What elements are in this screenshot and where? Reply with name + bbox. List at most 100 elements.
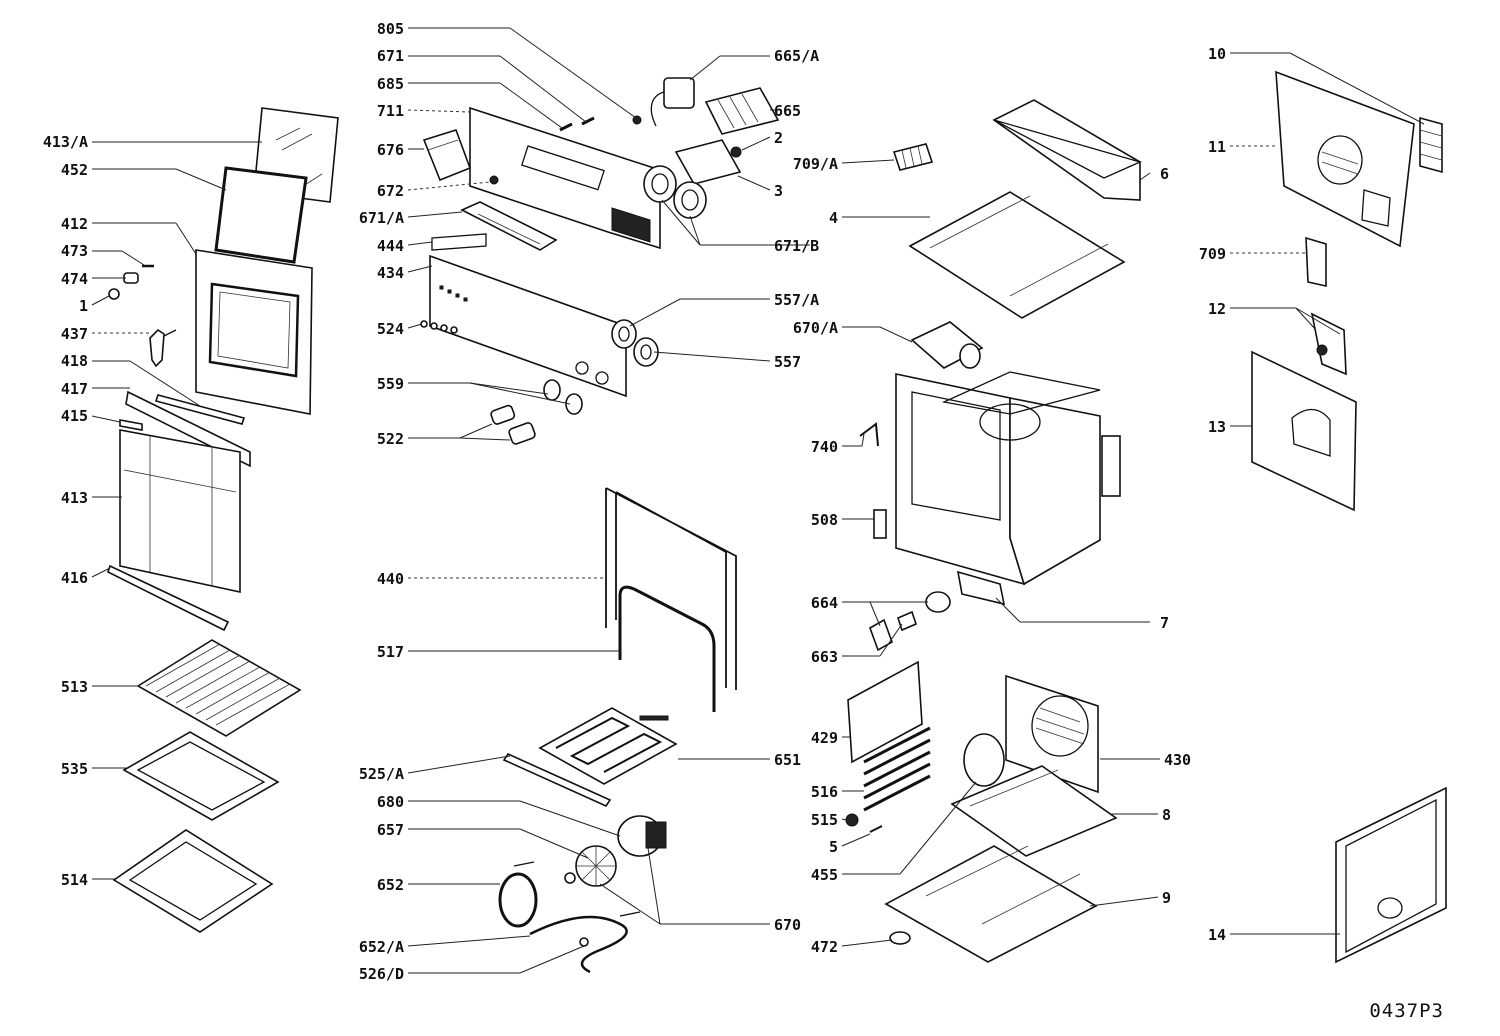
label-517: 517 <box>377 643 404 661</box>
door-gasket <box>214 166 308 264</box>
side-liner-429 <box>847 660 923 764</box>
label-474: 474 <box>61 270 88 288</box>
label-672: 672 <box>377 182 404 200</box>
label-440: 440 <box>377 570 404 588</box>
shelf-runner-516 <box>863 726 931 812</box>
label-652: 652 <box>377 876 404 894</box>
label-514: 514 <box>61 871 88 889</box>
label-508: 508 <box>811 511 838 529</box>
label-416: 416 <box>61 569 88 587</box>
thermostat-665a <box>650 77 695 127</box>
label-525a: 525/A <box>359 765 404 783</box>
screw-515 <box>845 813 859 827</box>
label-740: 740 <box>811 438 838 456</box>
label-670: 670 <box>774 916 801 934</box>
label-685: 685 <box>377 75 404 93</box>
fan-cover-455 <box>963 733 1005 787</box>
leader-lines <box>91 27 1425 974</box>
label-415: 415 <box>61 407 88 425</box>
back-panel-14 <box>1335 786 1447 964</box>
pin-685 <box>559 122 573 132</box>
label-429: 429 <box>811 729 838 747</box>
label-444: 444 <box>377 237 404 255</box>
bracket-7 <box>956 570 1006 606</box>
bracket-671a <box>460 201 558 251</box>
label-7: 7 <box>1160 614 1169 632</box>
label-12: 12 <box>1208 300 1226 318</box>
label-5: 5 <box>829 838 838 856</box>
foot-472 <box>889 931 911 945</box>
lamp-holder-508 <box>873 509 887 539</box>
bottom-cover-9 <box>884 845 1098 963</box>
label-652a: 652/A <box>359 938 404 956</box>
thermal-fuse-526d <box>579 937 589 947</box>
label-417: 417 <box>61 380 88 398</box>
label-11: 11 <box>1208 138 1226 156</box>
top-cover-6 <box>992 99 1142 201</box>
label-8: 8 <box>1162 806 1171 824</box>
label-676: 676 <box>377 141 404 159</box>
label-559: 559 <box>377 375 404 393</box>
label-535: 535 <box>61 760 88 778</box>
profile-415 <box>119 419 143 431</box>
label-472: 472 <box>811 938 838 956</box>
thermostat-probe-740 <box>859 422 879 447</box>
label-522: 522 <box>377 430 404 448</box>
label-6: 6 <box>1160 165 1169 183</box>
label-473: 473 <box>61 242 88 260</box>
label-664: 664 <box>811 594 838 612</box>
control-panel-frame-711 <box>469 106 661 250</box>
control-fascia-434 <box>429 254 627 398</box>
baking-tray-535 <box>122 731 280 821</box>
label-430: 430 <box>1164 751 1191 769</box>
rear-cover-11 <box>1275 70 1415 248</box>
diagram-code: 0437P3 <box>1369 1000 1444 1022</box>
programmer-676 <box>422 129 472 182</box>
label-671b: 671/B <box>774 237 819 255</box>
label-671a: 671/A <box>359 209 404 227</box>
label-557: 557 <box>774 353 801 371</box>
label-665a: 665/A <box>774 47 819 65</box>
label-526d: 526/D <box>359 965 404 983</box>
profile-418 <box>154 394 246 425</box>
label-1: 1 <box>79 297 88 315</box>
label-557a: 557/A <box>774 291 819 309</box>
strip-444 <box>431 233 487 251</box>
knob-671b <box>643 165 707 219</box>
label-2: 2 <box>774 129 783 147</box>
label-418: 418 <box>61 352 88 370</box>
lamp-cover-664 <box>869 591 951 652</box>
bracket-709 <box>1305 236 1327 287</box>
nut-1 <box>108 288 120 300</box>
wire-shelf-513 <box>136 639 302 737</box>
side-panel-13 <box>1251 350 1357 512</box>
washer-2 <box>730 146 742 158</box>
fan-motor-670a <box>910 321 984 369</box>
knob-ring-559 <box>543 379 583 415</box>
label-4: 4 <box>829 209 838 227</box>
vent-grille-10 <box>1419 116 1443 174</box>
base-panel-8 <box>950 765 1118 857</box>
bulb-672 <box>489 175 499 185</box>
cable-clip-805 <box>632 115 642 125</box>
label-516: 516 <box>811 783 838 801</box>
knob-522 <box>490 404 536 445</box>
door-front-glass-413 <box>119 429 241 593</box>
heating-element-517 <box>618 585 716 712</box>
knob-bezel-557a <box>611 319 637 349</box>
label-524: 524 <box>377 320 404 338</box>
nut-fan <box>564 872 576 884</box>
screw-5 <box>869 825 883 833</box>
label-671: 671 <box>377 47 404 65</box>
label-412: 412 <box>61 215 88 233</box>
door-hinge-437 <box>149 328 177 368</box>
label-413: 413 <box>61 489 88 507</box>
label-680: 680 <box>377 793 404 811</box>
rear-panel-430 <box>1005 674 1099 794</box>
circular-element-652 <box>498 861 538 928</box>
label-452: 452 <box>61 161 88 179</box>
label-437: 437 <box>61 325 88 343</box>
label-434: 434 <box>377 264 404 282</box>
label-657: 657 <box>377 821 404 839</box>
